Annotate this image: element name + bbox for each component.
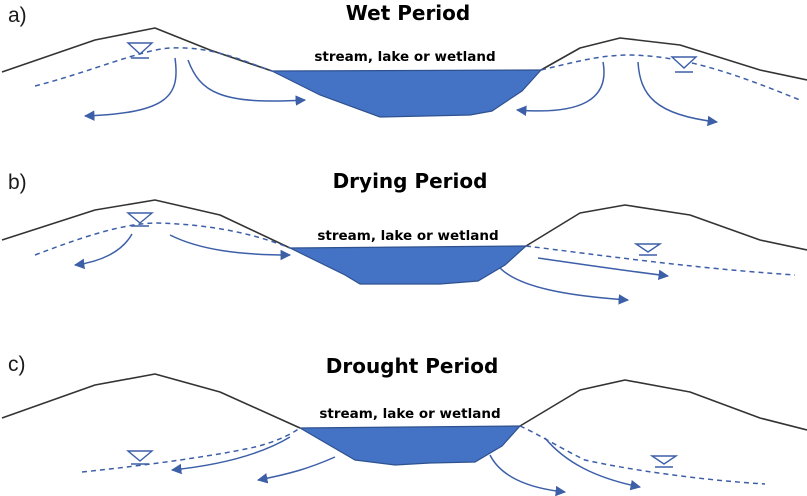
flow-arrow [637,61,719,127]
flow-arrow [499,267,630,305]
panel-title: Drying Period [333,169,488,193]
flow-arrow [515,61,605,116]
water-table [34,47,801,101]
ground-surface [1,373,807,431]
water-table-marker-icon [126,42,154,59]
water-table-marker-icon [126,212,154,227]
panel-wet-period: a) Wet Period stream, lake or wetland [1,1,807,127]
water-table-marker-icon [633,243,663,256]
water-body-label: stream, lake or wetland [314,49,495,65]
panel-title: Wet Period [346,1,470,25]
flow-arrow [187,59,307,106]
water-body [271,69,543,118]
panel-drought-period: c) Drought Period stream, lake or wetlan… [1,353,807,496]
water-body-label: stream, lake or wetland [319,406,500,422]
panel-title: Drought Period [326,354,499,378]
flow-arrow [83,57,177,121]
water-table [81,425,766,485]
water-body [289,245,528,285]
water-body-label: stream, lake or wetland [317,228,498,244]
flow-arrow [537,257,670,281]
flow-arrow [489,454,567,496]
ground-surface [1,199,807,251]
flow-arrow [256,456,336,484]
flow-arrow [544,437,642,491]
panel-letter: a) [8,4,27,27]
panel-letter: c) [8,353,26,376]
water-table [34,222,796,276]
water-table-marker-icon [126,450,154,465]
flow-arrow [169,234,292,261]
flow-arrow [73,233,133,270]
water-body [297,425,522,466]
panel-drying-period: b) Drying Period stream, lake or wetland [1,169,807,305]
water-table-marker-icon [649,455,679,468]
flow-arrow [170,436,291,475]
water-table-marker-icon [670,56,698,73]
panel-letter: b) [8,171,27,194]
